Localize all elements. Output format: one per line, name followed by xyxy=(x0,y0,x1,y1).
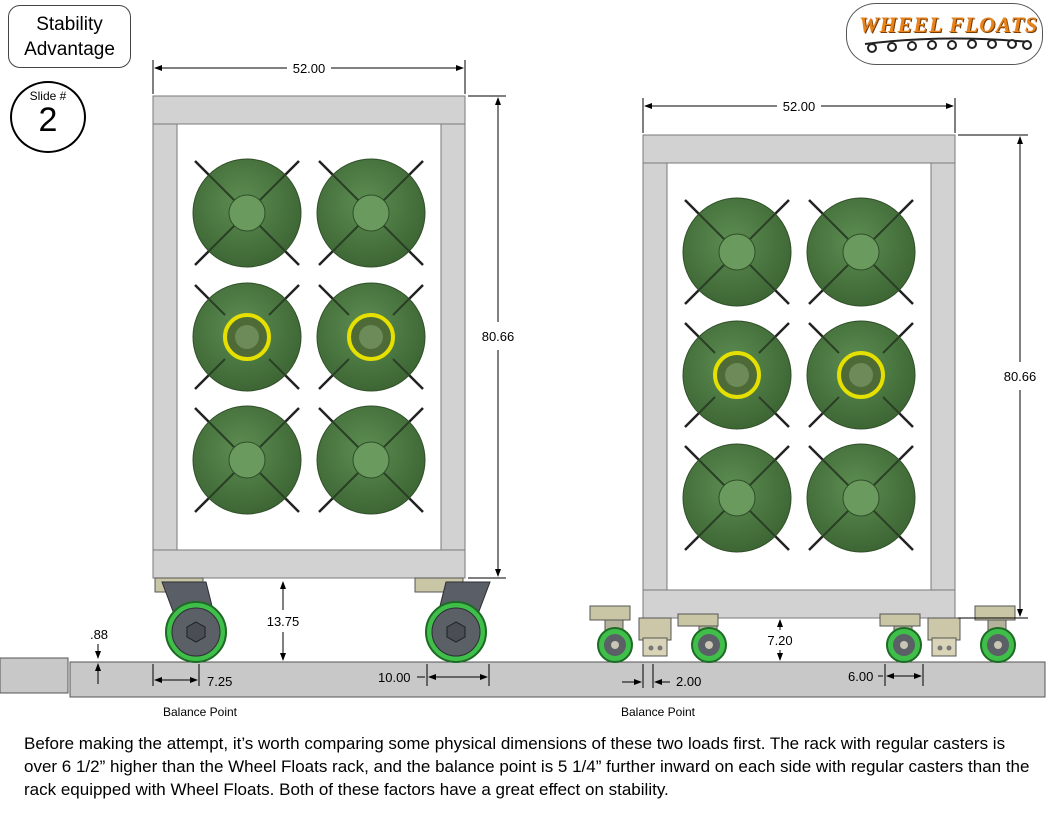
right-width-dimension xyxy=(642,98,956,133)
floor-step-label: .88 xyxy=(90,627,108,642)
slide-number-label: Slide # xyxy=(29,89,67,103)
left-balance-offset-label: 7.25 xyxy=(207,674,232,689)
title-line-2: Advantage xyxy=(24,39,115,60)
left-height-label: 80.66 xyxy=(482,329,515,344)
left-rack xyxy=(152,95,466,593)
right-width-label: 52.00 xyxy=(783,99,816,114)
left-width-label: 52.00 xyxy=(293,61,326,76)
right-height-label: 80.66 xyxy=(1004,369,1037,384)
right-caster-spacing-label: 6.00 xyxy=(848,669,873,684)
left-height-dimension xyxy=(468,95,506,579)
right-rack xyxy=(642,134,956,619)
caption-paragraph: Before making the attempt, it’s worth co… xyxy=(24,734,1030,799)
right-height-dimension xyxy=(958,134,1028,619)
wheel-floats-right-assembly xyxy=(879,605,1016,663)
slide-number: 2 xyxy=(38,101,58,139)
left-caster-spacing-label: 10.00 xyxy=(378,670,411,685)
wheel-floats-left-assembly xyxy=(589,605,727,663)
floor xyxy=(0,657,1046,698)
right-caster-spacing-dimension xyxy=(878,664,924,686)
left-caster-right xyxy=(425,581,491,663)
left-balance-dimension xyxy=(152,664,200,686)
right-balance-dimension xyxy=(622,664,670,688)
logo-wordmark: WHEEL FLOATS xyxy=(859,12,1039,37)
logo-wheels-graphic xyxy=(864,37,1032,53)
left-caster-left xyxy=(161,581,227,663)
left-caster-height-label: 13.75 xyxy=(267,614,300,629)
slide-title: Stability Advantage xyxy=(8,5,131,68)
left-caster-spacing-dimension xyxy=(417,664,490,686)
wheel-floats-logo: WHEEL FLOATS xyxy=(846,3,1043,65)
right-balance-offset-label: 2.00 xyxy=(676,674,701,689)
title-line-1: Stability xyxy=(36,14,103,35)
left-balance-point-label: Balance Point xyxy=(163,705,238,719)
right-caster-height-label: 7.20 xyxy=(767,633,792,648)
slide-number-badge: Slide # 2 xyxy=(10,81,86,153)
right-balance-point-label: Balance Point xyxy=(621,705,696,719)
left-width-dimension xyxy=(152,60,466,94)
